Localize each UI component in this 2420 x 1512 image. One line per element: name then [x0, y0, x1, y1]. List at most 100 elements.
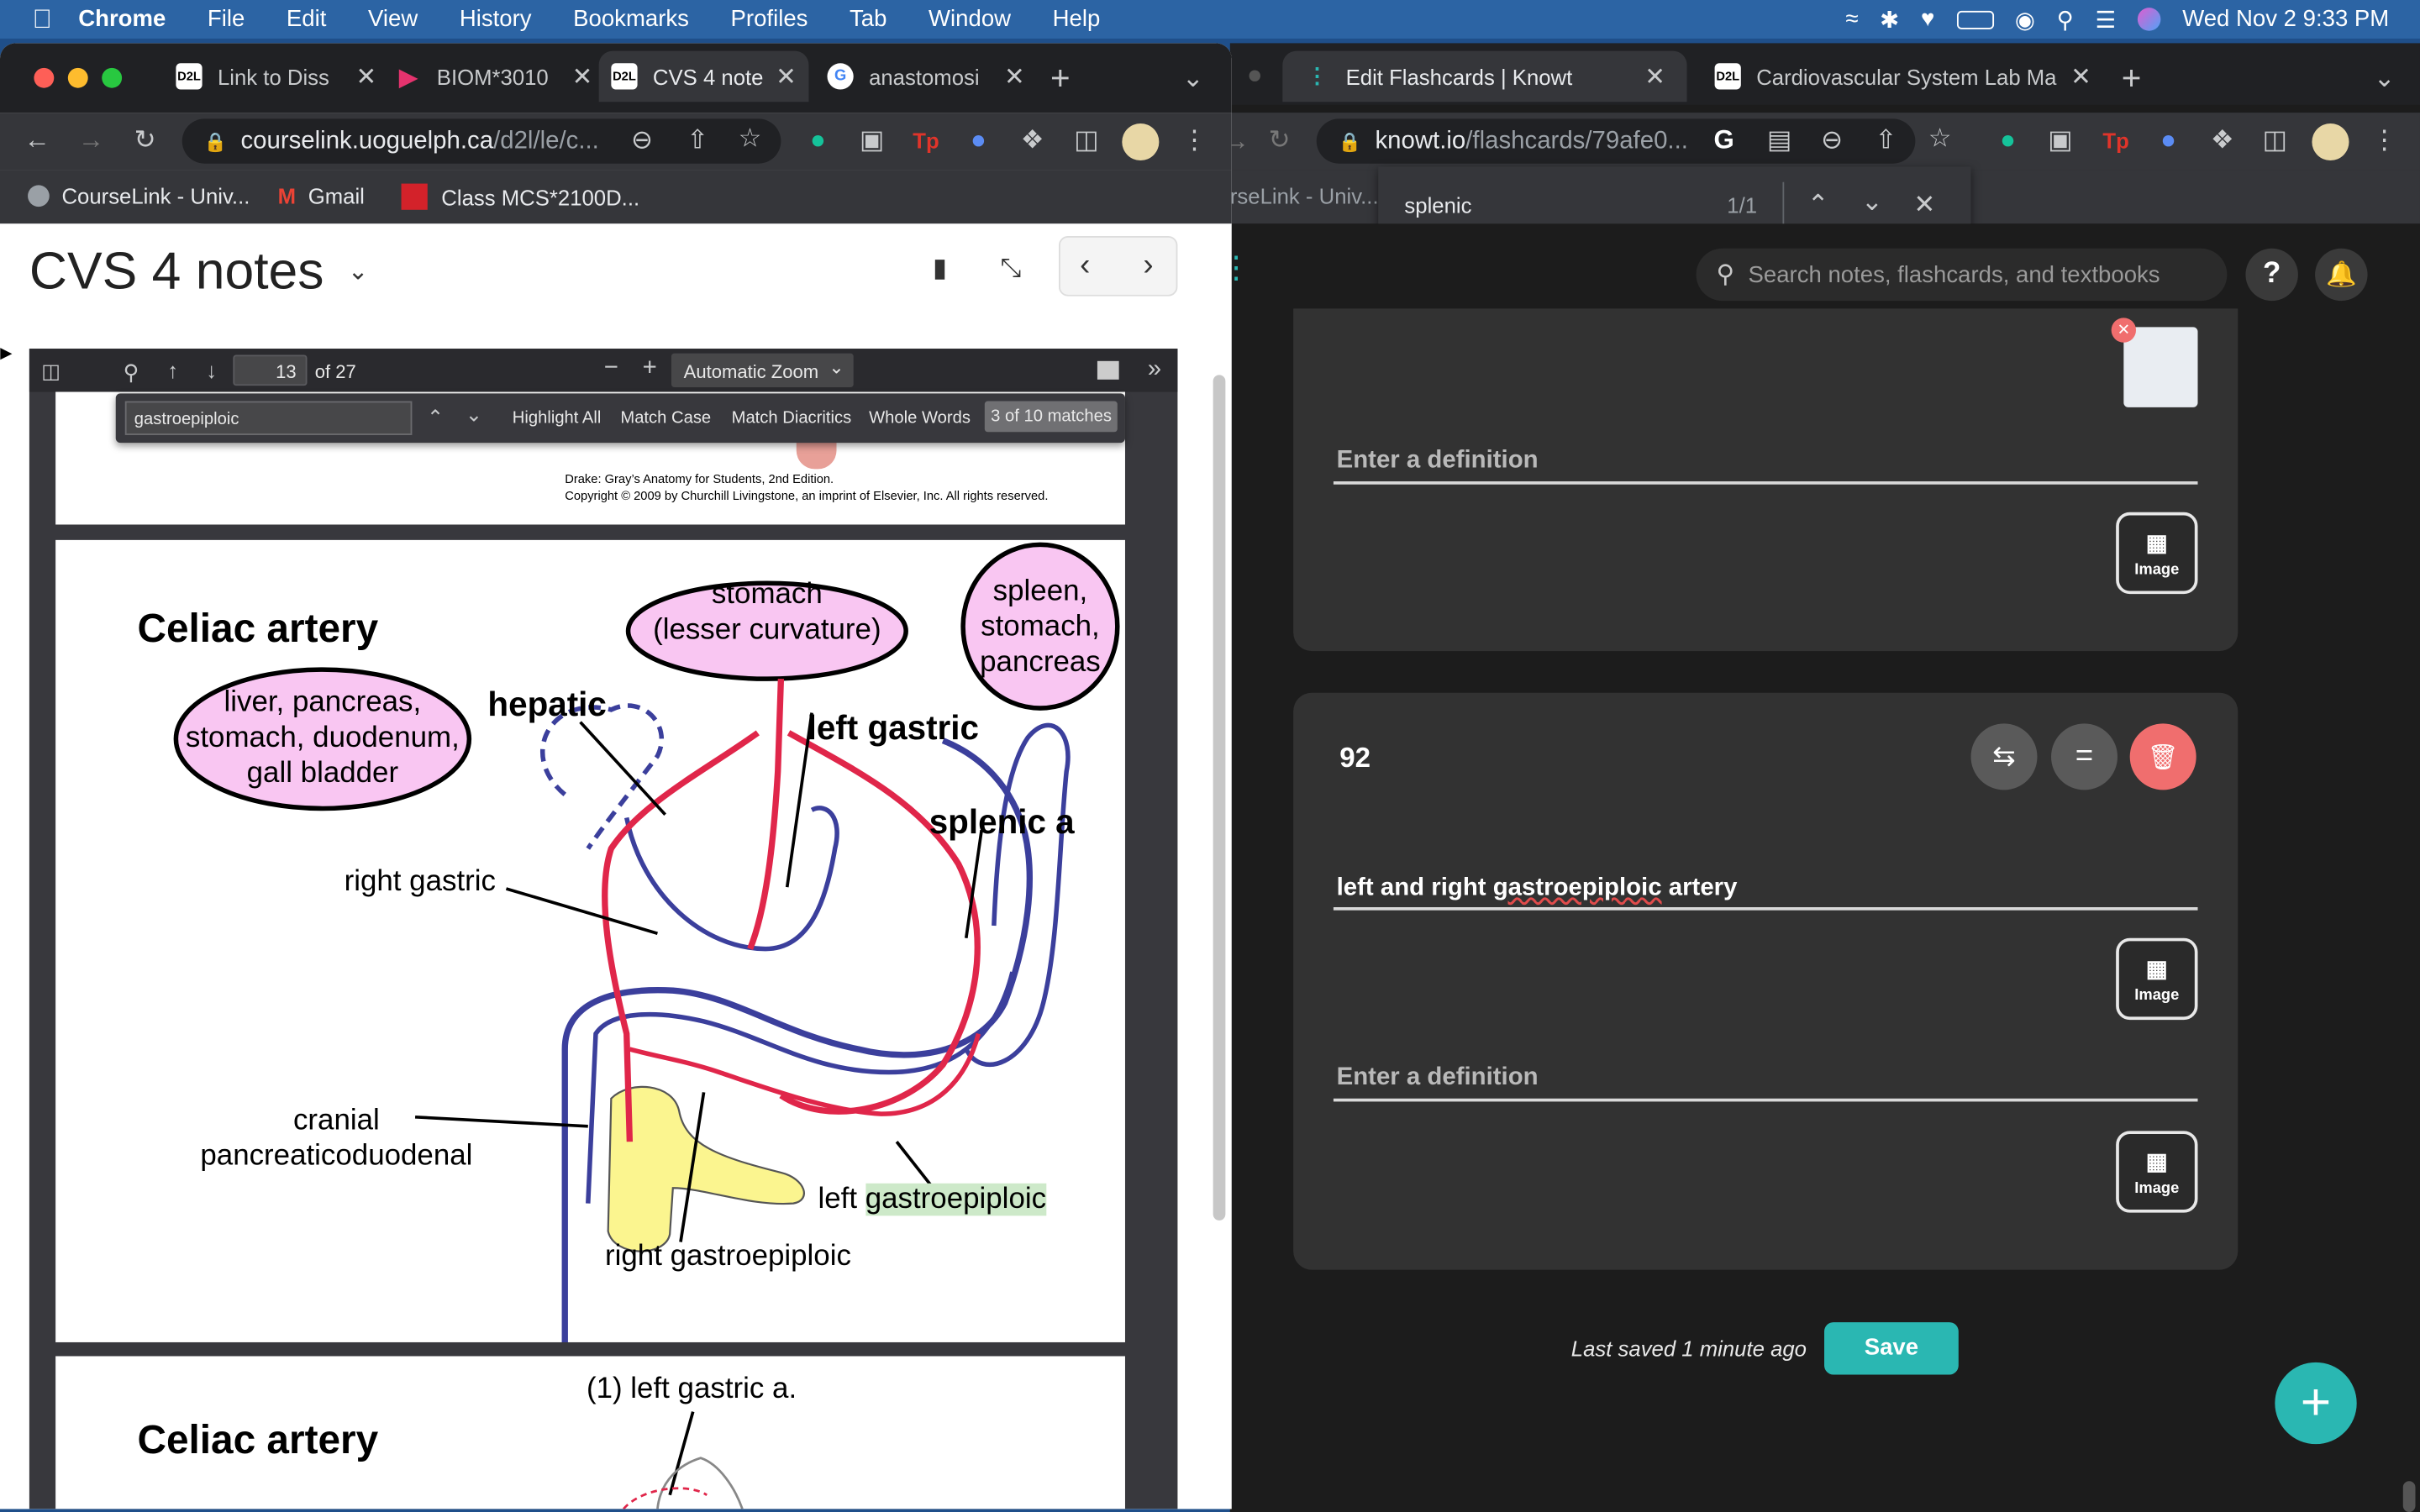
forward-icon[interactable]: → — [1230, 128, 1252, 155]
close-tab-icon[interactable]: ✕ — [2070, 64, 2091, 91]
help-button[interactable]: ? — [2245, 248, 2298, 302]
sidebar-icon[interactable]: ◫ — [1074, 124, 1099, 155]
zoom-icon[interactable]: ⊖ — [1821, 124, 1844, 155]
close-tab-icon[interactable]: ✕ — [571, 64, 593, 91]
share-icon[interactable]: ⇧ — [1875, 124, 1897, 155]
extension-tp-icon[interactable]: Tp — [913, 128, 939, 153]
heart-icon[interactable]: ♥ — [1920, 6, 1935, 33]
find-next-icon[interactable]: ⌄ — [465, 402, 482, 426]
zoom-out-icon[interactable]: − — [603, 354, 618, 381]
pdf-search-icon[interactable]: ⚲ — [123, 359, 139, 385]
search-box[interactable]: ⚲ Search notes, flashcards, and textbook… — [1696, 248, 2228, 302]
bookmark-class[interactable]: Class MCS*2100D... — [401, 183, 639, 210]
add-card-button[interactable]: + — [2275, 1362, 2357, 1445]
pdf-next-page-icon[interactable]: ↓ — [206, 358, 218, 383]
fullscreen-icon[interactable]: ⤡ — [1000, 253, 1022, 283]
menu-kebab-icon[interactable]: ⋮ — [1181, 124, 1208, 155]
zoom-icon[interactable]: ⊖ — [630, 124, 654, 155]
close-tab-icon[interactable]: ✕ — [355, 64, 377, 91]
menu-profiles[interactable]: Profiles — [711, 6, 808, 33]
bookmark-courselink[interactable]: CourseLink - Univ... — [28, 184, 250, 208]
close-window-button[interactable] — [34, 67, 55, 88]
swap-button[interactable]: ⇆ — [1970, 723, 2038, 790]
sidebar-icon[interactable]: ◫ — [2262, 124, 2288, 155]
siri-icon[interactable] — [2137, 8, 2161, 31]
knowt-logo-icon[interactable]: ⋮ — [1230, 253, 1252, 284]
spotlight-icon[interactable]: ⚲ — [2056, 7, 2074, 34]
close-tab-icon[interactable]: ✕ — [1644, 64, 1665, 91]
image-thumbnail[interactable] — [2123, 327, 2198, 407]
extension-a-icon[interactable]: ▣ — [860, 124, 885, 155]
extension-a-icon[interactable]: ▣ — [2048, 124, 2073, 155]
pdf-find-input[interactable]: gastroepiploic — [124, 401, 413, 435]
new-tab-icon[interactable]: + — [1050, 58, 1071, 97]
menu-history[interactable]: History — [439, 6, 532, 33]
more-tools-icon[interactable]: » — [1147, 356, 1162, 383]
zoom-select[interactable]: Automatic Zoom ⌄ — [671, 353, 854, 388]
pdf-prev-page-icon[interactable]: ↑ — [167, 358, 179, 383]
find-previous-icon[interactable]: ⌃ — [426, 406, 444, 429]
menu-view[interactable]: View — [348, 6, 418, 33]
scrollbar-track[interactable] — [1213, 375, 1226, 1221]
match-diacritics-option[interactable]: Match Diacritics — [731, 408, 852, 428]
bluetooth-icon[interactable]: ✱ — [1880, 7, 1900, 34]
previous-page-icon[interactable]: ‹ — [1080, 248, 1091, 283]
extension-cursor-icon[interactable]: ● — [2160, 124, 2177, 155]
menu-help[interactable]: Help — [1033, 6, 1101, 33]
extensions-puzzle-icon[interactable]: ❖ — [2210, 124, 2234, 155]
star-icon[interactable]: ☆ — [1928, 123, 1952, 153]
extension-tp-icon[interactable]: Tp — [2102, 128, 2129, 153]
highlight-all-option[interactable]: Highlight All — [512, 408, 602, 428]
control-center-icon[interactable]: ☰ — [2095, 7, 2117, 34]
extensions-puzzle-icon[interactable]: ❖ — [1020, 124, 1044, 155]
page-scrollbar[interactable] — [2402, 1481, 2416, 1512]
menu-bookmarks[interactable]: Bookmarks — [553, 6, 689, 33]
apple-icon[interactable]:  — [33, 4, 52, 35]
tab-cvs4-notes[interactable]: D2L CVS 4 note ✕ — [598, 50, 809, 102]
save-button[interactable]: Save — [1824, 1322, 1959, 1375]
doc-title[interactable]: CVS 4 notes — [29, 242, 324, 302]
forward-icon[interactable]: → — [77, 124, 104, 155]
find-input[interactable]: splenic — [1404, 192, 1472, 218]
next-page-icon[interactable]: › — [1143, 248, 1154, 283]
wifi-icon[interactable]: ◉ — [2014, 7, 2035, 34]
zoom-in-icon[interactable]: + — [642, 354, 657, 381]
page-number-input[interactable]: 13 — [233, 354, 308, 386]
close-tab-icon[interactable]: ✕ — [1003, 64, 1025, 91]
whole-words-option[interactable]: Whole Words — [869, 408, 971, 428]
definition-image-button[interactable]: ▦ Image — [2116, 1131, 2198, 1213]
menu-kebab-icon[interactable]: ⋮ — [2371, 124, 2398, 155]
minimize-window-button[interactable] — [67, 67, 88, 88]
reload-icon[interactable]: ↻ — [1268, 124, 1291, 155]
sidebar-toggle-icon[interactable]: ▶ — [0, 345, 13, 363]
delete-button[interactable]: 🗑 — [2129, 723, 2196, 790]
star-icon[interactable]: ☆ — [738, 123, 762, 153]
menu-window[interactable]: Window — [908, 6, 1011, 33]
term-image-button[interactable]: ▦ Image — [2116, 937, 2198, 1021]
zoom-window-button[interactable] — [102, 67, 123, 88]
tab-search-icon[interactable]: ⌄ — [2373, 63, 2396, 93]
battery-icon[interactable] — [1956, 9, 1994, 29]
address-bar[interactable]: 🔒 courselink.uoguelph.ca /d2l/le/c... — [182, 118, 781, 164]
address-bar[interactable]: 🔒 knowt.io /flashcards/79afe0... — [1316, 118, 1916, 164]
tab-biom[interactable]: ▶ BIOM*3010 ✕ — [386, 51, 592, 102]
bookmark-courselink[interactable]: rseLink - Univ... — [1229, 183, 1379, 208]
definition-input[interactable]: Enter a definition — [1336, 447, 1539, 474]
bookmark-icon[interactable]: ▮ — [932, 253, 948, 283]
term-input[interactable]: left and right gastroepiploic artery — [1337, 874, 1738, 902]
reload-icon[interactable]: ↻ — [134, 124, 156, 155]
profile-avatar[interactable] — [2312, 123, 2349, 161]
presentation-icon[interactable] — [1097, 360, 1119, 380]
share-icon[interactable]: ⇧ — [687, 124, 709, 155]
grammarly-icon[interactable]: ● — [2000, 124, 2017, 155]
reorder-button[interactable]: = — [2051, 723, 2118, 790]
find-next-icon[interactable]: ⌄ — [1860, 186, 1884, 217]
menu-tab[interactable]: Tab — [829, 6, 886, 33]
close-tab-icon[interactable]: ✕ — [776, 64, 797, 91]
wifi-status-icon[interactable]: ≈ — [1845, 6, 1859, 33]
back-icon[interactable]: ← — [24, 124, 50, 155]
menu-edit[interactable]: Edit — [266, 6, 326, 33]
menu-file[interactable]: File — [187, 6, 245, 33]
google-icon[interactable]: G — [1713, 124, 1734, 155]
find-close-icon[interactable]: ✕ — [1913, 189, 1936, 219]
